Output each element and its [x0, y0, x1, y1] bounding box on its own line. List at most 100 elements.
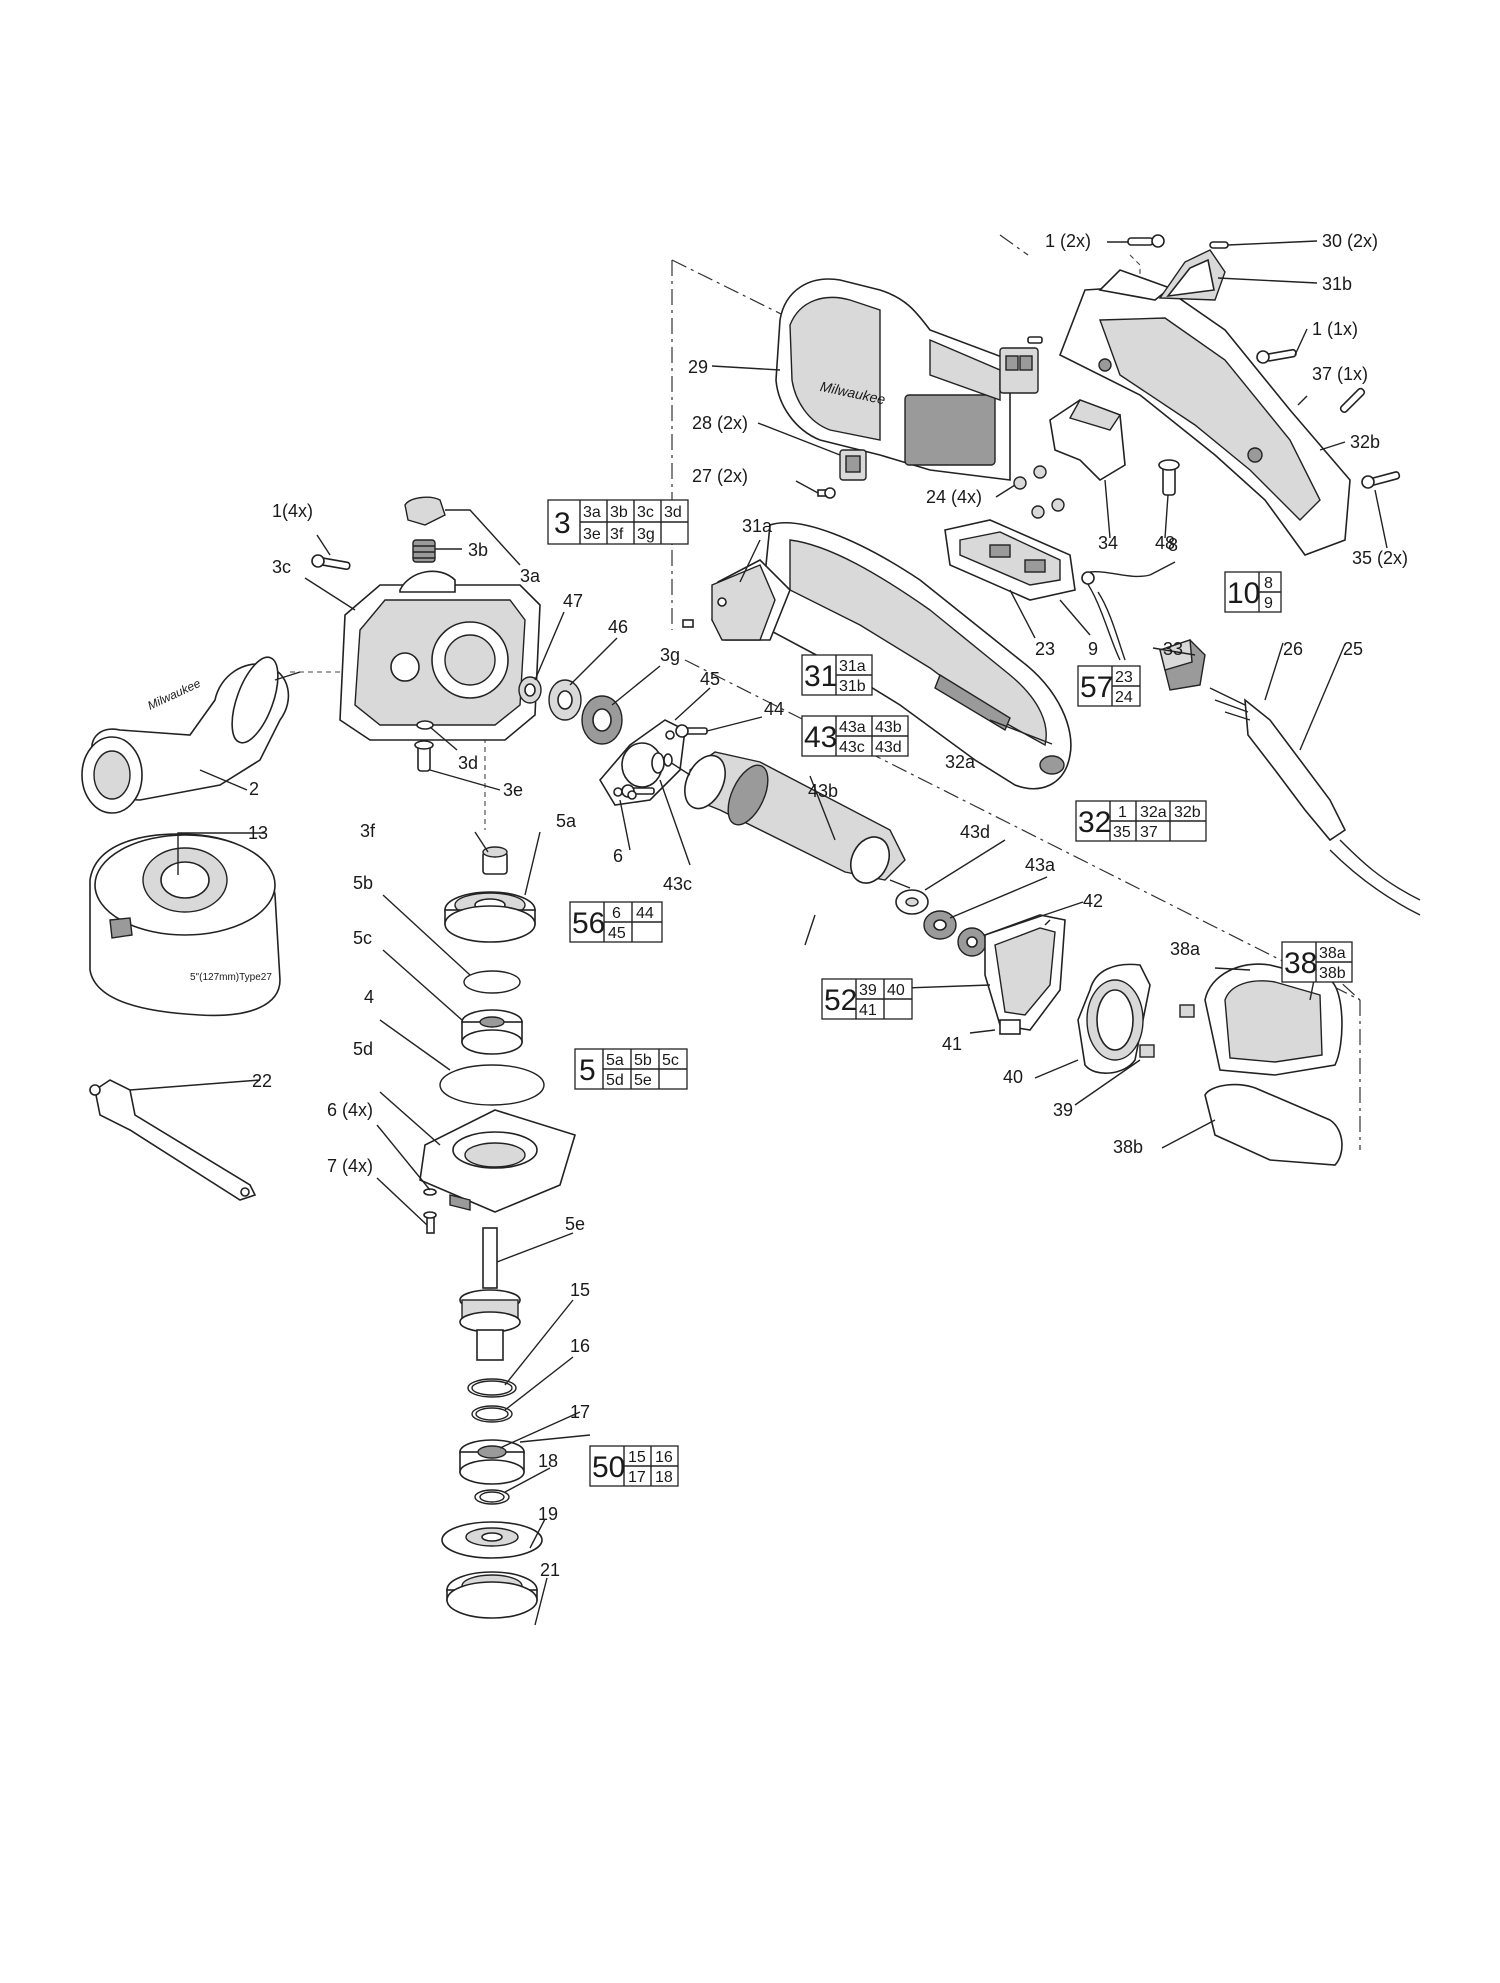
screws-upper [1027, 234, 1401, 489]
brush-holder-23 [944, 519, 1076, 601]
label-31a: 31a [742, 516, 773, 536]
kit-57-cell: 23 [1115, 669, 1133, 686]
spanner-22 [89, 1079, 257, 1201]
springs-8-9 [1081, 571, 1151, 661]
flange-17 [459, 1439, 525, 1485]
label-3d: 3d [458, 753, 478, 773]
kit-43-cell: 43d [875, 739, 902, 756]
label-4: 4 [364, 987, 374, 1007]
label-44: 44 [764, 699, 784, 719]
trigger-34 [1049, 399, 1126, 482]
stator-40 [1077, 963, 1151, 1075]
kit-32-cell: 35 [1113, 824, 1131, 841]
label-32b: 32b [1350, 432, 1380, 452]
kit-3-cell: 3c [637, 504, 654, 521]
retaining-ring-5b [463, 970, 521, 994]
label-23: 23 [1035, 639, 1055, 659]
bearing-3f [482, 846, 508, 875]
housing-38b [1204, 1083, 1343, 1166]
o-ring-4 [439, 1064, 545, 1106]
kit-box-32: 32 1 32a 32b 35 37 [1075, 800, 1207, 842]
label-46: 46 [608, 617, 628, 637]
kit-38-main: 38 [1284, 947, 1317, 980]
label-1-1x: 1 (1x) [1312, 319, 1358, 339]
kit-50-cell: 18 [655, 1469, 673, 1486]
kit-31-cell: 31a [839, 658, 866, 675]
label-24-4x: 24 (4x) [926, 487, 982, 507]
kit-43-cell: 43a [839, 719, 866, 736]
kit-3-cell: 3b [610, 504, 628, 521]
label-43c: 43c [663, 874, 692, 894]
label-13: 13 [248, 823, 268, 843]
rear-handle-32b [1058, 269, 1351, 556]
label-34: 34 [1098, 533, 1118, 553]
kit-57-main: 57 [1080, 671, 1113, 704]
small-parts-3d-3e [414, 720, 434, 772]
kit-57-cell: 24 [1115, 689, 1133, 706]
kit-box-38: 38 38a 38b [1281, 941, 1353, 983]
label-6: 6 [613, 846, 623, 866]
spindle-lock-3a [404, 496, 446, 526]
kit-31-main: 31 [804, 660, 837, 693]
label-3g: 3g [660, 645, 680, 665]
baffle-41 [984, 914, 1066, 1035]
label-15: 15 [570, 1280, 590, 1300]
kit-3-cell: 3e [583, 526, 601, 543]
side-handle-2: Milwaukee [81, 656, 301, 814]
kit-32-main: 32 [1078, 806, 1111, 839]
spring-3b [412, 539, 436, 563]
armature-43 [663, 751, 911, 889]
kit-43-cell: 43c [839, 739, 865, 756]
screw-7-4x [423, 1211, 437, 1234]
kit-32-cell: 32b [1174, 804, 1201, 821]
kit-43-main: 43 [804, 721, 837, 754]
kit-10-cell: 8 [1264, 575, 1273, 592]
kit-32-cell: 37 [1140, 824, 1158, 841]
kit-3-cell: 3a [583, 504, 601, 521]
screws-44-6 [621, 724, 708, 800]
kit-50-cell: 17 [628, 1469, 646, 1486]
leader-lines [129, 240, 1388, 1626]
washer-43d [895, 889, 929, 915]
kit-10-main: 10 [1227, 577, 1260, 610]
label-30-2x: 30 (2x) [1322, 231, 1378, 251]
kit-10-cell: 9 [1264, 595, 1273, 612]
label-6-4x: 6 (4x) [327, 1100, 373, 1120]
kit-5-cell: 5e [634, 1072, 652, 1089]
kit-56-cell: 6 [612, 905, 621, 922]
kit-box-31: 31 31a 31b [801, 654, 873, 696]
label-42: 42 [1083, 891, 1103, 911]
kit-box-10: 10 8 9 [1224, 571, 1282, 613]
bearing-42 [957, 927, 987, 957]
kit-52-cell: 39 [859, 982, 877, 999]
label-3b: 3b [468, 540, 488, 560]
kit-38-cell: 38a [1319, 945, 1346, 962]
kit-52-cell: 40 [887, 982, 905, 999]
kit-5-cell: 5a [606, 1052, 624, 1069]
label-35-2x: 35 (2x) [1352, 548, 1408, 568]
kit-43-cell: 43b [875, 719, 902, 736]
label-38a: 38a [1170, 939, 1201, 959]
label-3e: 3e [503, 780, 523, 800]
guard-marking: 5"(127mm)Type27 [190, 972, 272, 983]
kit-50-cell: 16 [655, 1449, 673, 1466]
kit-box-3: 3 3a 3b 3c 3d 3e 3f 3g [547, 499, 689, 545]
kit-box-56: 56 6 44 45 [569, 901, 663, 943]
kit-box-5: 5 5a 5b 5c 5d 5e [574, 1048, 688, 1090]
label-33: 33 [1163, 639, 1183, 659]
kit-32-cell: 1 [1118, 804, 1127, 821]
switch-module [999, 347, 1039, 394]
kit-box-57: 57 23 24 [1077, 665, 1141, 707]
label-25: 25 [1343, 639, 1363, 659]
bearing-5c [461, 1009, 523, 1055]
brand-mark-handle: Milwaukee [145, 676, 203, 713]
label-39: 39 [1053, 1100, 1073, 1120]
flange-19 [441, 1521, 543, 1559]
label-17: 17 [570, 1402, 590, 1422]
kit-5-cell: 5c [662, 1052, 679, 1069]
kit-38-cell: 38b [1319, 965, 1346, 982]
bearing-43a [923, 910, 957, 940]
part-labels: 1 (2x) 30 (2x) 31b 1 (1x) 29 37 (1x) 28 … [248, 231, 1408, 1580]
label-9: 9 [1088, 639, 1098, 659]
